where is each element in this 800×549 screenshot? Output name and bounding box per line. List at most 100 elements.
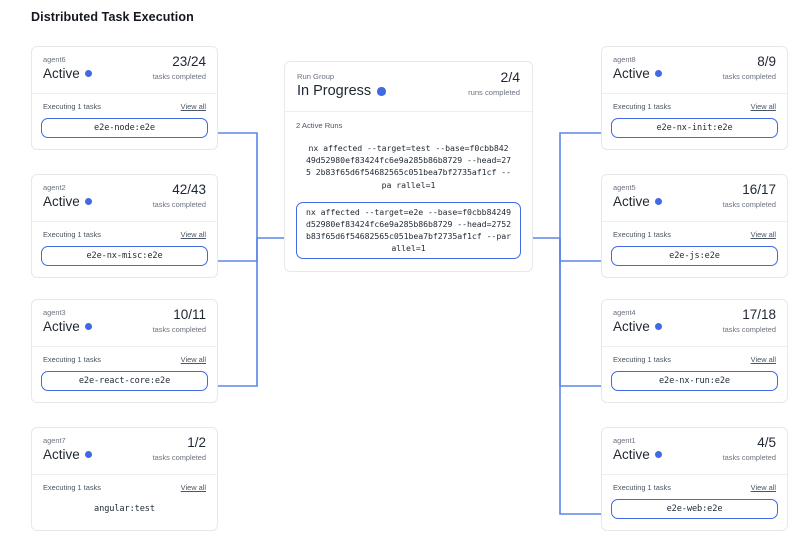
agent-card-body: Executing 1 tasks View all angular:test [32, 475, 217, 530]
agent-status-label: Active [613, 447, 650, 462]
agent-status-row: Active [613, 318, 776, 335]
status-dot-icon [377, 87, 386, 96]
agent-card-header: agent8 Active 8/9 tasks completed [602, 47, 787, 94]
agent-name: agent5 [613, 183, 636, 192]
status-dot-icon [654, 70, 662, 77]
executing-row: Executing 1 tasks View all [611, 102, 778, 111]
agent-task-count-caption: tasks completed [152, 453, 206, 462]
executing-label: Executing 1 tasks [613, 355, 671, 364]
executing-label: Executing 1 tasks [43, 102, 101, 111]
agent-card-agent7[interactable]: agent7 Active 1/2 tasks completed Execut… [31, 427, 218, 531]
agent-task-count-caption: tasks completed [152, 325, 206, 334]
agent-card-body: Executing 1 tasks View all e2e-nx-misc:e… [32, 222, 217, 277]
run-group-status-row: In Progress [297, 82, 520, 101]
agent-card-header: agent4 Active 17/18 tasks completed [602, 300, 787, 347]
executing-row: Executing 1 tasks View all [611, 230, 778, 239]
view-all-link[interactable]: View all [180, 230, 206, 239]
task-chip[interactable]: e2e-react-core:e2e [41, 371, 208, 391]
run-group-kicker: Run Group [297, 72, 335, 81]
run-group-count-caption: runs completed [468, 88, 520, 97]
task-chip[interactable]: e2e-web:e2e [611, 499, 778, 519]
view-all-link[interactable]: View all [750, 355, 776, 364]
task-chip[interactable]: e2e-nx-run:e2e [611, 371, 778, 391]
agent-status-label: Active [43, 319, 80, 334]
agent-card-body: Executing 1 tasks View all e2e-nx-init:e… [602, 94, 787, 149]
task-chip[interactable]: e2e-node:e2e [41, 118, 208, 138]
agent-card-header: agent3 Active 10/11 tasks completed [32, 300, 217, 347]
agent-card-agent3[interactable]: agent3 Active 10/11 tasks completed Exec… [31, 299, 218, 403]
active-runs-label: 2 Active Runs [296, 121, 343, 130]
agent-status-label: Active [613, 194, 650, 209]
executing-row: Executing 1 tasks View all [41, 355, 208, 364]
agent-card-header: agent1 Active 4/5 tasks completed [602, 428, 787, 475]
agent-task-count-caption: tasks completed [152, 72, 206, 81]
agent-status-label: Active [613, 319, 650, 334]
agent-card-body: Executing 1 tasks View all e2e-js:e2e [602, 222, 787, 277]
agent-status-row: Active [613, 193, 776, 210]
executing-row: Executing 1 tasks View all [41, 102, 208, 111]
executing-label: Executing 1 tasks [43, 230, 101, 239]
agent-status-row: Active [43, 65, 206, 82]
status-dot-icon [654, 323, 662, 330]
executing-label: Executing 1 tasks [613, 483, 671, 492]
view-all-link[interactable]: View all [180, 483, 206, 492]
executing-row: Executing 1 tasks View all [611, 355, 778, 364]
agent-task-count: 1/2 [187, 435, 206, 450]
agent-card-agent5[interactable]: agent5 Active 16/17 tasks completed Exec… [601, 174, 788, 278]
agent-card-body: Executing 1 tasks View all e2e-web:e2e [602, 475, 787, 530]
agent-task-count: 42/43 [172, 182, 206, 197]
run-command-highlighted[interactable]: nx affected --target=e2e --base=f0cbb842… [296, 201, 521, 259]
agent-name: agent7 [43, 436, 66, 445]
status-dot-icon [84, 323, 92, 330]
agent-task-count: 17/18 [742, 307, 776, 322]
view-all-link[interactable]: View all [750, 102, 776, 111]
executing-row: Executing 1 tasks View all [611, 483, 778, 492]
view-all-link[interactable]: View all [180, 355, 206, 364]
run-group-card[interactable]: Run Group In Progress 2/4 runs completed… [284, 61, 533, 272]
agent-status-row: Active [43, 193, 206, 210]
agent-task-count: 23/24 [172, 54, 206, 69]
executing-label: Executing 1 tasks [43, 355, 101, 364]
agent-card-agent2[interactable]: agent2 Active 42/43 tasks completed Exec… [31, 174, 218, 278]
agent-status-label: Active [43, 447, 80, 462]
status-dot-icon [84, 70, 92, 77]
executing-label: Executing 1 tasks [43, 483, 101, 492]
task-chip[interactable]: e2e-nx-misc:e2e [41, 246, 208, 266]
agent-name: agent2 [43, 183, 66, 192]
agent-task-count: 4/5 [757, 435, 776, 450]
status-dot-icon [654, 451, 662, 458]
agent-card-agent8[interactable]: agent8 Active 8/9 tasks completed Execut… [601, 46, 788, 150]
status-dot-icon [84, 198, 92, 205]
agent-name: agent8 [613, 55, 636, 64]
agent-status-row: Active [613, 446, 776, 463]
run-group-body: 2 Active Runs nx affected --target=test … [285, 112, 532, 271]
agent-card-body: Executing 1 tasks View all e2e-nx-run:e2… [602, 347, 787, 402]
run-group-status-label: In Progress [297, 83, 372, 99]
agent-card-header: agent6 Active 23/24 tasks completed [32, 47, 217, 94]
view-all-link[interactable]: View all [180, 102, 206, 111]
agent-card-body: Executing 1 tasks View all e2e-react-cor… [32, 347, 217, 402]
agent-card-header: agent5 Active 16/17 tasks completed [602, 175, 787, 222]
view-all-link[interactable]: View all [750, 483, 776, 492]
agent-task-count: 10/11 [173, 307, 206, 322]
executing-row: Executing 1 tasks View all [41, 483, 208, 492]
view-all-link[interactable]: View all [750, 230, 776, 239]
executing-label: Executing 1 tasks [613, 230, 671, 239]
task-chip[interactable]: e2e-nx-init:e2e [611, 118, 778, 138]
agent-card-agent1[interactable]: agent1 Active 4/5 tasks completed Execut… [601, 427, 788, 531]
run-command[interactable]: nx affected --target=test --base=f0cbb84… [306, 143, 511, 190]
agent-task-count-caption: tasks completed [722, 72, 776, 81]
task-chip[interactable]: e2e-js:e2e [611, 246, 778, 266]
agent-task-count-caption: tasks completed [722, 453, 776, 462]
status-dot-icon [654, 198, 662, 205]
agent-status-label: Active [613, 66, 650, 81]
agent-card-agent4[interactable]: agent4 Active 17/18 tasks completed Exec… [601, 299, 788, 403]
agent-name: agent3 [43, 308, 66, 317]
task-chip[interactable]: angular:test [41, 499, 208, 519]
agent-card-header: agent7 Active 1/2 tasks completed [32, 428, 217, 475]
agent-status-row: Active [43, 318, 206, 335]
executing-row: Executing 1 tasks View all [41, 230, 208, 239]
agent-card-body: Executing 1 tasks View all e2e-node:e2e [32, 94, 217, 149]
agent-name: agent1 [613, 436, 636, 445]
agent-card-agent6[interactable]: agent6 Active 23/24 tasks completed Exec… [31, 46, 218, 150]
